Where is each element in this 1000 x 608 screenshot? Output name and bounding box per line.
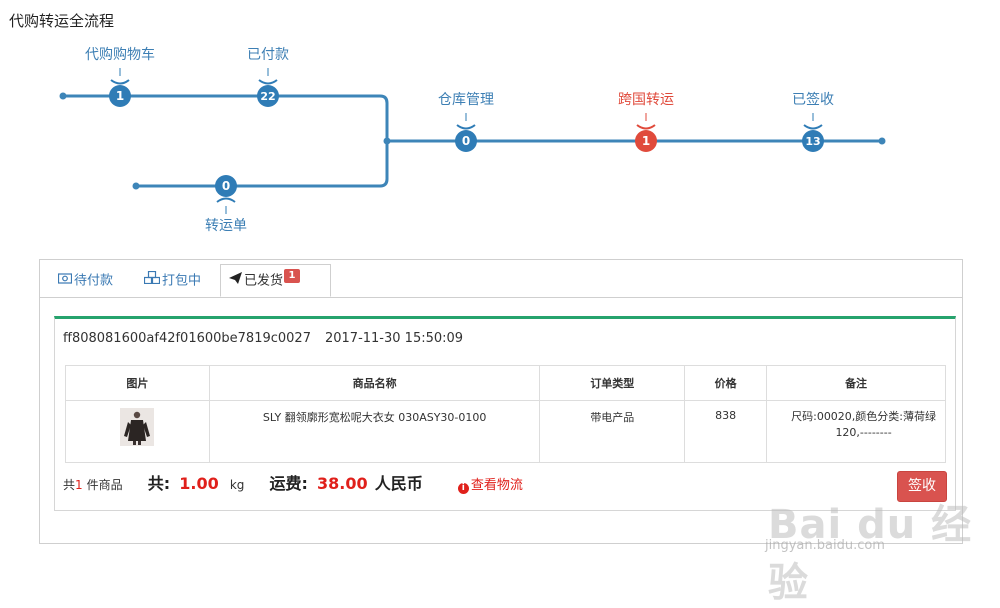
workflow-node-count: 1: [116, 89, 124, 103]
freight-label: 运费:: [269, 474, 308, 493]
signal-arc-icon: [216, 197, 236, 203]
workflow-node-count: 1: [642, 134, 650, 148]
column-header: 商品名称: [208, 365, 541, 401]
tab-packing[interactable]: 打包中: [136, 265, 209, 297]
signal-arc-icon: [636, 124, 656, 130]
workflow-node-crossborder[interactable]: 1: [635, 113, 657, 152]
workflow-node-label[interactable]: 跨国转运: [618, 92, 674, 108]
workflow-diagram: 1 22 0 0 1 13: [59, 68, 886, 214]
workflow-node-transfer[interactable]: 0: [215, 175, 237, 214]
baidu-watermark-logo: Bai du 经验: [768, 502, 973, 606]
freight-value: 38.00: [317, 474, 368, 493]
workflow-node-label[interactable]: 已付款: [247, 47, 289, 63]
workflow-endpoint: [59, 92, 67, 100]
signal-arc-icon: [803, 124, 823, 130]
workflow-node-count: 0: [222, 179, 230, 193]
order-card: ff808081600af42f01600be7819c0027 2017-11-…: [54, 316, 956, 511]
workflow-connector: [63, 94, 389, 141]
weight-label: 共:: [147, 474, 171, 493]
workflow-node-circle: [109, 85, 131, 107]
workflow-node-received[interactable]: 13: [802, 113, 824, 152]
order-header: ff808081600af42f01600be7819c0027 2017-11-…: [63, 331, 463, 346]
workflow-node-warehouse[interactable]: 0: [455, 113, 477, 152]
page-title: 代购转运全流程: [9, 12, 115, 30]
freight-currency: 人民币: [374, 474, 423, 493]
workflow-node-paid[interactable]: 22: [257, 68, 279, 107]
weight-value: 1.00: [179, 474, 219, 493]
tab-label: 待付款: [74, 273, 114, 289]
workflow-node-cart[interactable]: 1: [109, 68, 131, 107]
order-time: 2017-11-30 15:50:09: [324, 331, 464, 346]
item-count-prefix: 共: [63, 478, 76, 492]
weight-unit: kg: [229, 478, 245, 492]
column-header: 价格: [684, 365, 768, 401]
workflow-endpoint: [878, 137, 886, 145]
workflow-node-circle: [802, 130, 824, 152]
product-name: SLY 翻领廓形宽松呢大衣女 030ASY30-0100: [208, 400, 541, 463]
workflow-node-circle: [635, 130, 657, 152]
table-header-row: 图片 商品名称 订单类型 价格 备注: [65, 365, 946, 401]
signal-arc-icon: [110, 79, 130, 85]
workflow-node-label[interactable]: 已签收: [792, 92, 834, 108]
workflow-node-label[interactable]: 转运单: [205, 218, 247, 234]
column-header: 备注: [766, 365, 946, 401]
workflow-node-count: 22: [260, 90, 275, 103]
workflow-node-label[interactable]: 代购购物车: [85, 47, 155, 63]
order-items-table: 图片 商品名称 订单类型 价格 备注: [65, 365, 946, 463]
signal-arc-icon: [456, 124, 476, 130]
workflow-node-count: 0: [462, 134, 470, 148]
column-header: 图片: [65, 365, 210, 401]
money-icon: [57, 265, 73, 297]
table-row: SLY 翻领廓形宽松呢大衣女 030ASY30-0100 带电产品 838 尺码…: [65, 400, 946, 463]
paper-plane-icon: [229, 265, 242, 297]
signal-arc-icon: [258, 79, 278, 85]
cubes-icon: [143, 265, 161, 297]
info-icon: i: [457, 483, 469, 494]
item-count-suffix: 件商品: [86, 478, 123, 492]
item-count: 1: [75, 478, 83, 492]
product-thumbnail[interactable]: [120, 408, 155, 446]
view-logistics-label: 查看物流: [470, 478, 523, 493]
tab-label: 打包中: [162, 273, 202, 289]
workflow-node-circle: [455, 130, 477, 152]
workflow-node-circle: [215, 175, 237, 197]
column-header: 订单类型: [539, 365, 686, 401]
workflow-endpoint: [383, 137, 391, 145]
product-image-cell: [65, 400, 210, 463]
order-id: ff808081600af42f01600be7819c0027: [63, 331, 311, 346]
workflow-node-circle: [257, 85, 279, 107]
sign-receipt-button[interactable]: 签收: [897, 471, 947, 502]
tab-pending-payment[interactable]: 待付款: [50, 265, 121, 297]
workflow-node-label[interactable]: 仓库管理: [438, 92, 494, 108]
workflow-node-count: 13: [805, 135, 820, 148]
workflow-endpoint: [132, 182, 140, 190]
price: 838: [684, 400, 768, 463]
workflow-nodes: 1 22 0 0 1 13: [109, 68, 824, 214]
workflow-connector: [136, 141, 389, 188]
shipped-count-badge: 1: [284, 269, 301, 283]
tab-label: 已发货: [244, 273, 284, 289]
remark: 尺码:00020,颜色分类:薄荷绿120,--------: [766, 400, 946, 463]
baidu-watermark-url: jingyan.baidu.com: [765, 538, 885, 553]
order-type: 带电产品: [539, 400, 686, 463]
